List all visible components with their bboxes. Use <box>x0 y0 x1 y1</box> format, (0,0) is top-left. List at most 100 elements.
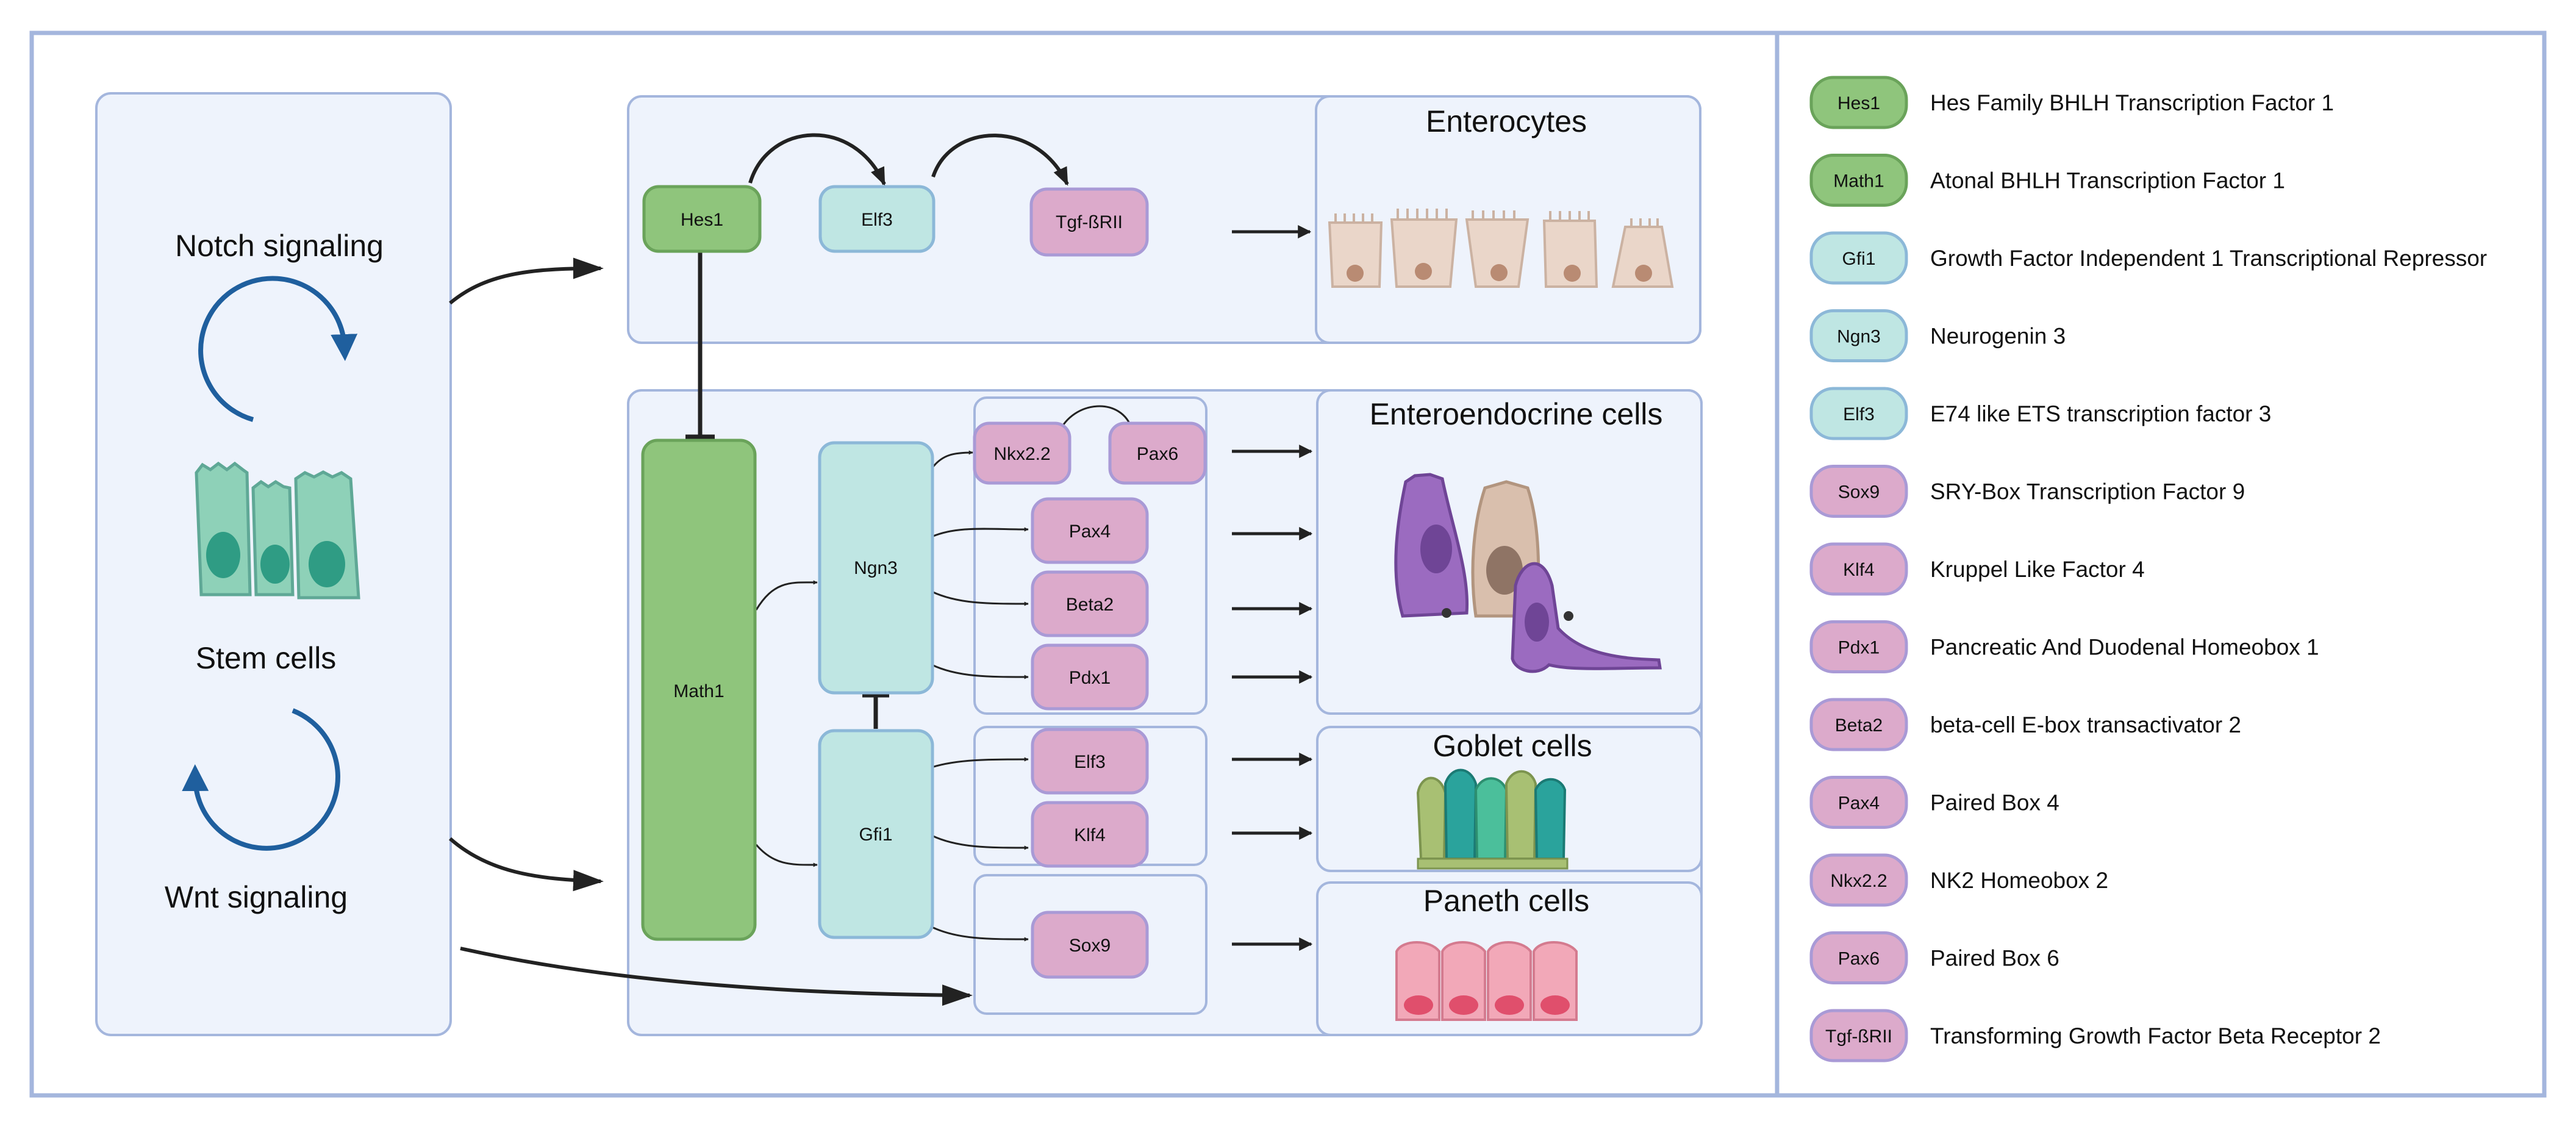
legend-swatch <box>1809 309 1908 362</box>
legend-description: Transforming Growth Factor Beta Receptor… <box>1930 1023 2381 1048</box>
node-math1: Math1 <box>641 439 757 941</box>
node-tgf-brii: Tgf-ßRII <box>1029 187 1149 257</box>
wnt-signaling-label: Wnt signaling <box>165 880 348 914</box>
legend-abbreviation: Sox9 <box>1838 482 1880 503</box>
arrow-nkx22-pax6 <box>1057 405 1133 434</box>
enterocytes-title: Enterocytes <box>1426 104 1587 138</box>
legend-item: Tgf-ßRII Transforming Growth Factor Beta … <box>1809 1009 2381 1062</box>
node-nkx22: Nkx2.2 <box>973 421 1072 485</box>
arrow-math1-gfi1 <box>755 844 818 867</box>
legend-swatch <box>1809 853 1908 907</box>
node-beta2: Beta2 <box>1031 570 1149 637</box>
legend-abbreviation: Tgf-ßRII <box>1825 1026 1892 1047</box>
legend-swatch <box>1809 154 1908 207</box>
svg-text:Klf4: Klf4 <box>1074 825 1106 845</box>
legend-description: beta-cell E-box transactivator 2 <box>1930 712 2241 737</box>
node-pax4: Pax4 <box>1031 497 1149 564</box>
legend-abbreviation: Pax6 <box>1838 949 1880 969</box>
goblet-illustration <box>1416 768 1569 870</box>
svg-text:Hes1: Hes1 <box>681 210 723 230</box>
legend-swatch <box>1809 776 1908 829</box>
legend-abbreviation: Klf4 <box>1843 560 1875 580</box>
arrow-to-secretory-pathway <box>449 837 604 892</box>
legend-description: Paired Box 4 <box>1930 790 2059 815</box>
node-gfi1: Gfi1 <box>818 729 934 939</box>
svg-text:Sox9: Sox9 <box>1069 936 1111 956</box>
legend-description: Atonal BHLH Transcription Factor 1 <box>1930 168 2285 193</box>
legend-swatch <box>1809 542 1908 596</box>
arrow-math1-ngn3 <box>755 580 818 611</box>
legend-swatch <box>1809 387 1908 440</box>
legend-description: Hes Family BHLH Transcription Factor 1 <box>1930 90 2334 115</box>
arrow-ngn3-pax4 <box>931 527 1029 538</box>
node-elf3-goblet: Elf3 <box>1031 728 1149 795</box>
svg-text:Pdx1: Pdx1 <box>1069 668 1111 688</box>
legend-item: Elf3 E74 like ETS transcription factor 3 <box>1809 387 2271 440</box>
svg-text:Math1: Math1 <box>673 681 724 701</box>
svg-text:Ngn3: Ngn3 <box>854 558 898 578</box>
legend-abbreviation: Pax4 <box>1838 793 1880 814</box>
arrow-ngn3-pdx1 <box>931 664 1029 679</box>
svg-text:Elf3: Elf3 <box>861 210 893 230</box>
arrow-ngn3-nkx22 <box>931 450 973 469</box>
svg-text:Pax4: Pax4 <box>1069 521 1111 542</box>
node-pdx1: Pdx1 <box>1031 643 1149 711</box>
legend-abbreviation: Gfi1 <box>1842 249 1875 269</box>
svg-text:Tgf-ßRII: Tgf-ßRII <box>1056 212 1123 232</box>
svg-text:Beta2: Beta2 <box>1066 595 1114 615</box>
paneth-title: Paneth cells <box>1423 884 1589 918</box>
legend-abbreviation: Beta2 <box>1835 715 1883 736</box>
legend-abbreviation: Elf3 <box>1843 404 1875 424</box>
node-elf3-enterocyte: Elf3 <box>818 185 936 253</box>
arrow-gfi1-sox9 <box>931 926 1029 942</box>
legend-swatch <box>1809 1009 1908 1062</box>
wnt-cycle-icon <box>182 708 340 851</box>
legend-abbreviation: Hes1 <box>1837 93 1880 113</box>
svg-text:Pax6: Pax6 <box>1137 444 1178 464</box>
stem-cells-illustration <box>195 461 360 600</box>
legend: Hes1 Hes Family BHLH Transcription Factor… <box>1809 76 2487 1062</box>
legend-item: Pax4 Paired Box 4 <box>1809 776 2059 829</box>
arrow-to-paneth-subpanel <box>460 947 973 1006</box>
legend-item: Hes1 Hes Family BHLH Transcription Factor… <box>1809 76 2334 129</box>
enterocytes-illustration <box>1328 209 1674 288</box>
arrow-gfi1-klf4 <box>931 834 1029 850</box>
legend-item: Math1 Atonal BHLH Transcription Factor 1 <box>1809 154 2285 207</box>
svg-text:Nkx2.2: Nkx2.2 <box>993 444 1050 464</box>
node-sox9: Sox9 <box>1031 911 1149 979</box>
legend-swatch <box>1809 231 1908 285</box>
arrow-ngn3-beta2 <box>931 590 1029 606</box>
svg-text:Gfi1: Gfi1 <box>859 825 892 845</box>
legend-swatch <box>1809 698 1908 751</box>
legend-swatch <box>1809 465 1908 518</box>
arrow-hes1-to-elf3 <box>748 133 886 186</box>
legend-description: E74 like ETS transcription factor 3 <box>1930 401 2271 426</box>
legend-item: Beta2 beta-cell E-box transactivator 2 <box>1809 698 2241 751</box>
node-pax6: Pax6 <box>1108 421 1207 485</box>
node-klf4: Klf4 <box>1031 801 1149 868</box>
node-hes1: Hes1 <box>642 185 762 253</box>
notch-cycle-icon <box>198 276 358 422</box>
legend-abbreviation: Nkx2.2 <box>1830 871 1887 891</box>
node-ngn3: Ngn3 <box>818 441 934 695</box>
arrow-gfi1-elf3 <box>931 757 1029 768</box>
legend-swatch <box>1809 620 1908 673</box>
svg-text:Elf3: Elf3 <box>1074 752 1106 772</box>
legend-item: Nkx2.2 NK2 Homeobox 2 <box>1809 853 2108 907</box>
legend-description: NK2 Homeobox 2 <box>1930 868 2108 893</box>
legend-swatch <box>1809 931 1908 984</box>
paneth-illustration <box>1395 941 1578 1021</box>
legend-description: Neurogenin 3 <box>1930 324 2066 349</box>
legend-abbreviation: Math1 <box>1833 171 1884 192</box>
arrow-elf3-to-tgf <box>931 134 1069 186</box>
arrow-to-enterocyte-pathway <box>449 257 604 305</box>
legend-swatch <box>1809 76 1908 129</box>
legend-description: Pancreatic And Duodenal Homeobox 1 <box>1930 635 2319 660</box>
